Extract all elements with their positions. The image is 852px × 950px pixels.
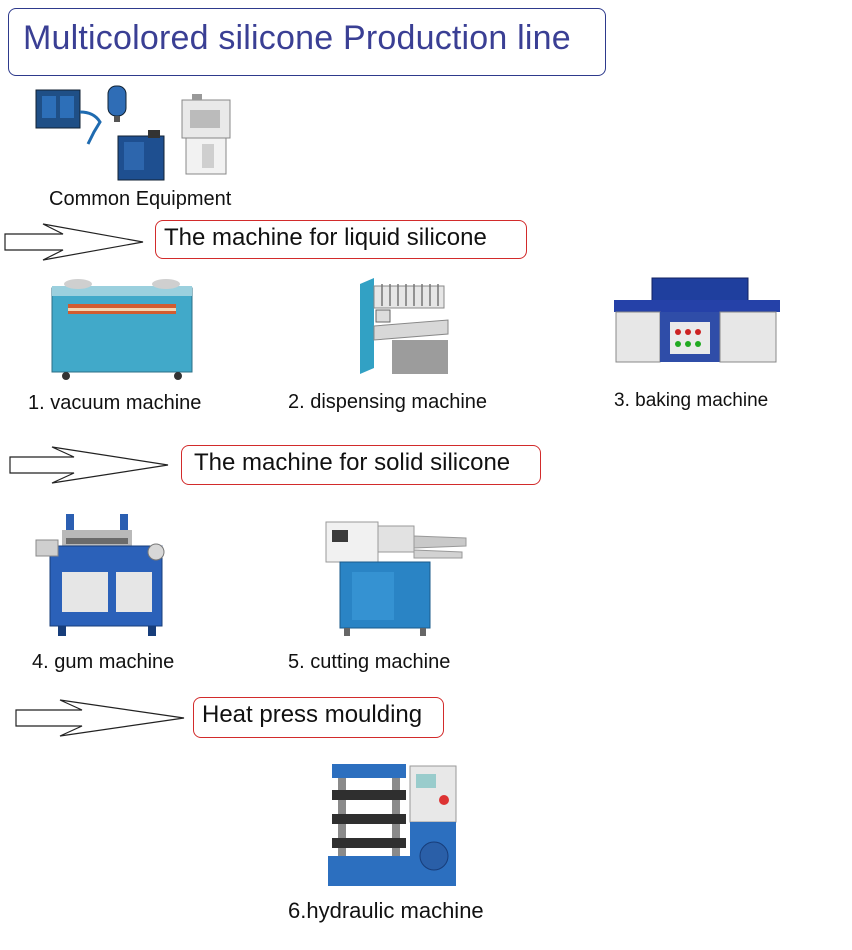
section-label: The machine for liquid silicone xyxy=(164,224,487,251)
common-equipment-caption: Common Equipment xyxy=(49,188,232,210)
arrow-icon xyxy=(8,445,170,485)
title-box: Multicolored silicone Production line xyxy=(8,8,606,76)
page-title: Multicolored silicone Production line xyxy=(23,19,571,57)
hydraulic-machine-image xyxy=(318,760,468,890)
machine-2-caption: 2. dispensing machine xyxy=(288,391,488,413)
cutting-machine-image xyxy=(322,512,468,640)
section-label: Heat press moulding xyxy=(202,701,423,728)
vacuum-machine-image xyxy=(48,274,198,382)
common-equipment-image xyxy=(30,84,290,194)
machine-4-caption: 4. gum machine xyxy=(32,651,175,673)
arrow-icon xyxy=(14,698,186,738)
section-heat-press: Heat press moulding xyxy=(193,697,444,738)
section-liquid-silicone: The machine for liquid silicone xyxy=(155,220,527,259)
section-label: The machine for solid silicone xyxy=(194,449,511,476)
section-solid-silicone: The machine for solid silicone xyxy=(181,445,541,485)
machine-3-caption: 3. baking machine xyxy=(614,390,769,411)
machine-6-caption: 6.hydraulic machine xyxy=(288,898,484,923)
baking-machine-image xyxy=(612,276,782,370)
dispensing-machine-image xyxy=(352,276,452,384)
machine-5-caption: 5. cutting machine xyxy=(288,651,451,673)
gum-machine-image xyxy=(32,510,178,640)
machine-1-caption: 1. vacuum machine xyxy=(28,392,202,414)
arrow-icon xyxy=(3,222,145,262)
